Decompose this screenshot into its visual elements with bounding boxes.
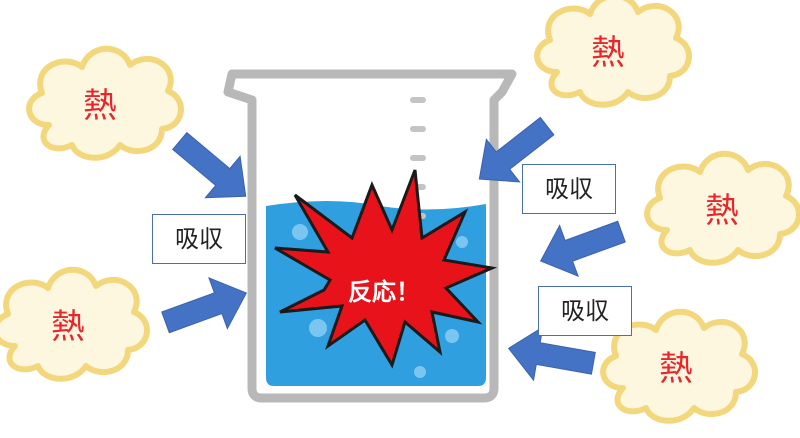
heat-cloud-middle-right: 熱 [647,154,799,263]
heat-label: 熱 [83,86,117,126]
absorb-label-right-top: 吸収 [522,164,616,214]
water-bubble [445,329,459,343]
arrow-bottom-left [155,267,257,349]
water-bubble [309,319,327,337]
heat-cloud-top-left: 熱 [29,49,181,158]
heat-label: 熱 [51,307,85,347]
heat-label: 熱 [705,191,739,231]
water-bubble [414,366,426,378]
heat-label: 熱 [659,349,693,389]
absorb-label-right-bottom: 吸収 [538,286,632,336]
water-bubble [456,236,468,248]
heat-cloud-top-right: 熱 [537,0,689,105]
reaction-burst: 反応！ [274,169,498,369]
burst-shape [274,169,498,369]
water-bubble [292,224,308,240]
absorb-label-left: 吸収 [152,214,246,264]
heat-cloud-bottom-left: 熱 [0,270,147,379]
heat-cloud-bottom-right: 熱 [603,312,755,421]
arrow-middle-right [530,205,632,287]
heat-label: 熱 [591,33,625,73]
reaction-label: 反応！ [348,278,420,306]
